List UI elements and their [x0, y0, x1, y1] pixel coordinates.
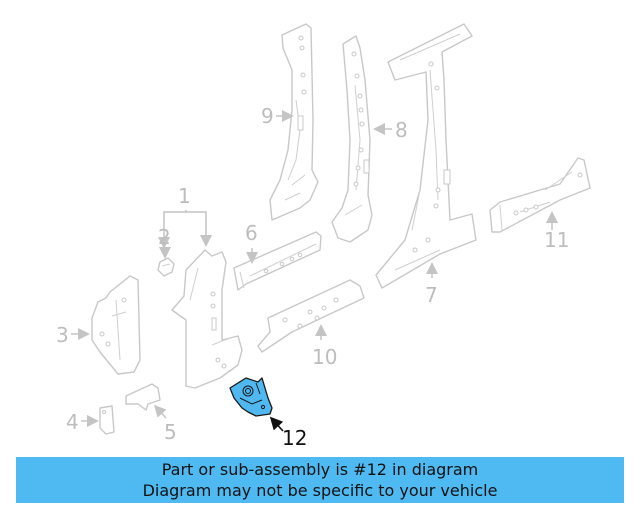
- part-4: [99, 405, 115, 435]
- callout-11: 11: [544, 211, 569, 252]
- callout-12: 12: [269, 416, 307, 450]
- callout-4: 4: [66, 410, 99, 434]
- part-5: [125, 383, 161, 411]
- part-10: [257, 279, 365, 353]
- svg-text:3: 3: [56, 323, 69, 347]
- callout-9: 9: [261, 104, 294, 128]
- svg-text:10: 10: [312, 345, 337, 369]
- info-banner: Part or sub-assembly is #12 in diagram D…: [16, 457, 624, 503]
- svg-text:7: 7: [425, 283, 438, 307]
- callout-1: 1: [158, 184, 212, 249]
- svg-text:12: 12: [282, 426, 307, 450]
- callout-8: 8: [373, 118, 408, 142]
- callout-2: 2: [158, 225, 171, 259]
- part-2: [157, 257, 175, 277]
- callout-10: 10: [312, 324, 337, 369]
- part-11: [489, 157, 591, 233]
- parts-diagram: 9 8 7 11: [56, 23, 591, 450]
- callout-7: 7: [425, 262, 438, 307]
- svg-text:2: 2: [158, 225, 171, 249]
- banner-line-part-number: Part or sub-assembly is #12 in diagram: [161, 460, 479, 479]
- svg-text:8: 8: [395, 118, 408, 142]
- callout-6: 6: [245, 221, 258, 264]
- banner-line-disclaimer: Diagram may not be specific to your vehi…: [142, 481, 498, 500]
- svg-text:9: 9: [261, 104, 274, 128]
- svg-text:4: 4: [66, 410, 79, 434]
- svg-text:1: 1: [178, 184, 191, 208]
- svg-text:5: 5: [164, 420, 177, 444]
- part-12-highlighted[interactable]: [229, 377, 273, 417]
- svg-text:6: 6: [245, 221, 258, 245]
- part-3: [91, 275, 141, 375]
- callout-3: 3: [56, 323, 90, 347]
- part-8: [331, 35, 373, 243]
- part-1: [171, 249, 243, 389]
- part-9: [269, 23, 319, 221]
- part-6: [233, 231, 322, 291]
- svg-text:11: 11: [544, 228, 569, 252]
- part-7: [375, 23, 477, 289]
- callout-5: 5: [153, 404, 177, 444]
